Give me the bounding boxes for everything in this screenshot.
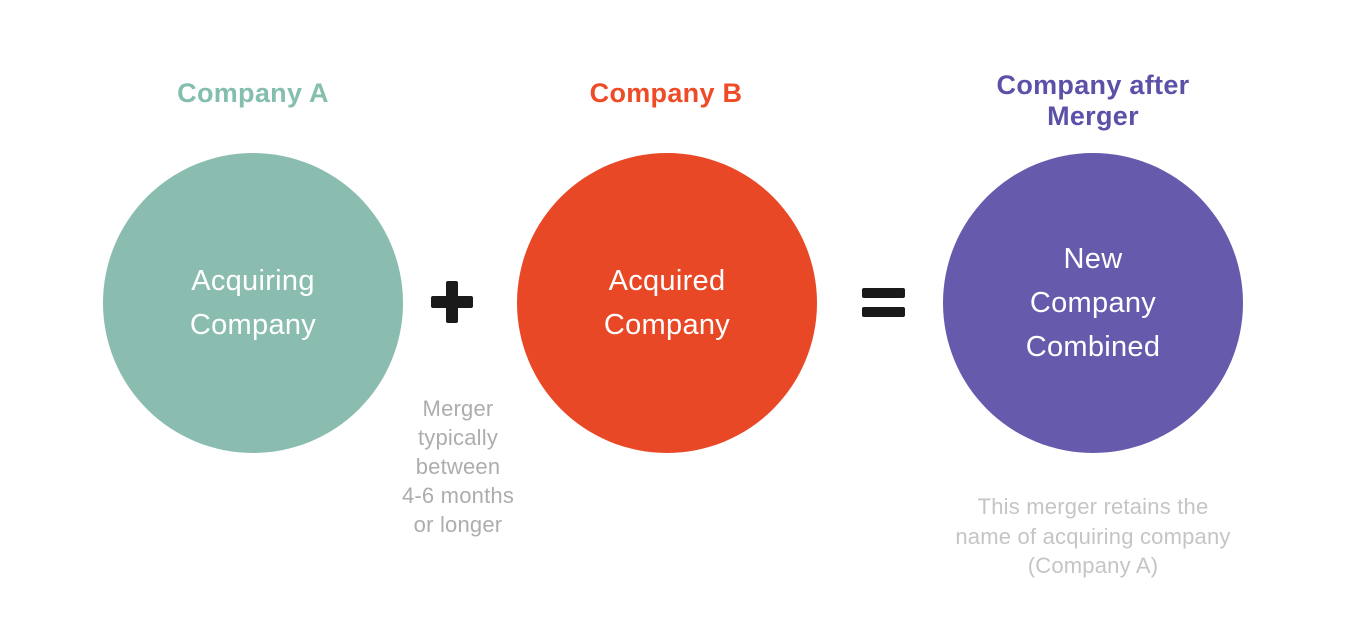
merger-duration-line4: 4-6 months: [401, 483, 515, 508]
company-b-circle: Acquired Company: [517, 153, 817, 453]
company-b-header: Company B: [589, 78, 743, 108]
merger-name-note-line2: name of acquiring company: [955, 523, 1231, 549]
plus-icon-vertical-bar: [446, 281, 458, 323]
merged-company-header-line1: Company after: [996, 70, 1190, 100]
merger-duration-line2: typically: [417, 425, 499, 450]
company-a-header: Company A: [177, 78, 329, 108]
plus-icon: [431, 281, 473, 323]
merged-company-circle-label-line1: New: [1063, 243, 1123, 275]
equals-icon-bottom-bar: [862, 307, 905, 317]
company-a-circle-label-line2: Company: [189, 309, 317, 341]
merged-company-header: Company after Merger: [933, 70, 1253, 132]
merged-company-header-line2: Merger: [1047, 101, 1139, 131]
company-b-circle-label-line2: Company: [603, 309, 731, 341]
company-b-circle-label-line1: Acquired: [608, 265, 726, 297]
merged-company-circle-label-line2: Company: [1029, 287, 1157, 319]
merger-duration-line1: Merger: [422, 396, 494, 421]
merger-duration-line5: or longer: [413, 512, 503, 537]
merger-duration-caption: Merger typically between 4-6 months or l…: [348, 394, 568, 539]
merger-name-note-line1: This merger retains the: [977, 494, 1209, 519]
merger-name-note-line3: (Company A): [1027, 553, 1159, 578]
merged-company-circle: New Company Combined: [943, 153, 1243, 453]
equals-icon-top-bar: [862, 288, 905, 298]
company-a-circle-label-line1: Acquiring: [191, 265, 315, 297]
equals-icon: [862, 288, 905, 317]
merger-duration-line3: between: [415, 454, 501, 479]
company-a-circle: Acquiring Company: [103, 153, 403, 453]
merger-name-note: This merger retains the name of acquirin…: [893, 492, 1293, 581]
merged-company-circle-label-line3: Combined: [1025, 331, 1161, 363]
